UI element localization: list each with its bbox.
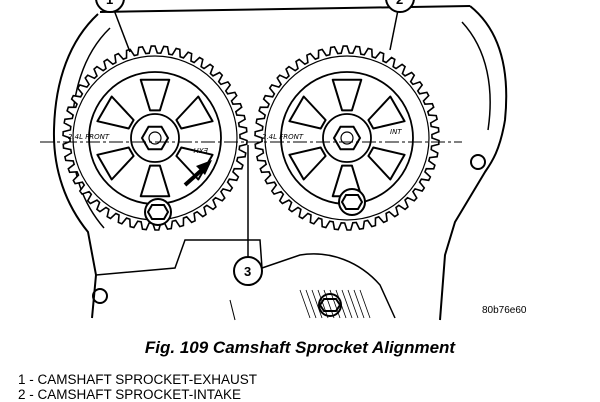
sprocket-window [96, 146, 135, 181]
alignment-arrow [183, 160, 212, 187]
sprocket-window [288, 146, 327, 181]
sprocket-window [139, 78, 171, 112]
intake-sprocket [254, 45, 440, 231]
sprocket-window [367, 95, 406, 130]
intake-lower-bolt [338, 188, 366, 216]
cover-bolt-right [470, 154, 486, 170]
lower-bolt [318, 293, 342, 317]
exhaust-front-label: 2.4L FRONT [68, 133, 110, 141]
sprocket-window [288, 95, 327, 130]
callout-2: 2 [385, 0, 415, 51]
sprocket-window [367, 146, 406, 181]
svg-text:2: 2 [396, 0, 403, 7]
exhaust-sprocket [62, 45, 248, 231]
sprocket-window [139, 164, 171, 198]
exhaust-lower-bolt [144, 198, 172, 226]
callout-3: 3 [233, 145, 263, 286]
cover-bolt-left [92, 288, 108, 304]
sprocket-window [175, 146, 214, 181]
intake-front-label: 2.4L FRONT [262, 133, 304, 141]
callout-1: 1 [95, 0, 131, 53]
legend-item-2: 2 - CAMSHAFT SPROCKET-INTAKE [18, 387, 242, 402]
svg-text:1: 1 [106, 0, 113, 7]
intake-side-label: INT [390, 128, 402, 136]
legend-item-1: 1 - CAMSHAFT SPROCKET-EXHAUST [18, 372, 258, 387]
exhaust-side-label: EXH [193, 146, 208, 154]
sprocket-window [96, 95, 135, 130]
sprocket-window [331, 78, 363, 112]
svg-text:3: 3 [244, 264, 251, 279]
sprocket-window [175, 95, 214, 130]
figure-caption: Fig. 109 Camshaft Sprocket Alignment [144, 338, 456, 357]
image-code: 80b76e60 [482, 305, 527, 316]
legend: 1 - CAMSHAFT SPROCKET-EXHAUST 2 - CAMSHA… [18, 372, 257, 402]
